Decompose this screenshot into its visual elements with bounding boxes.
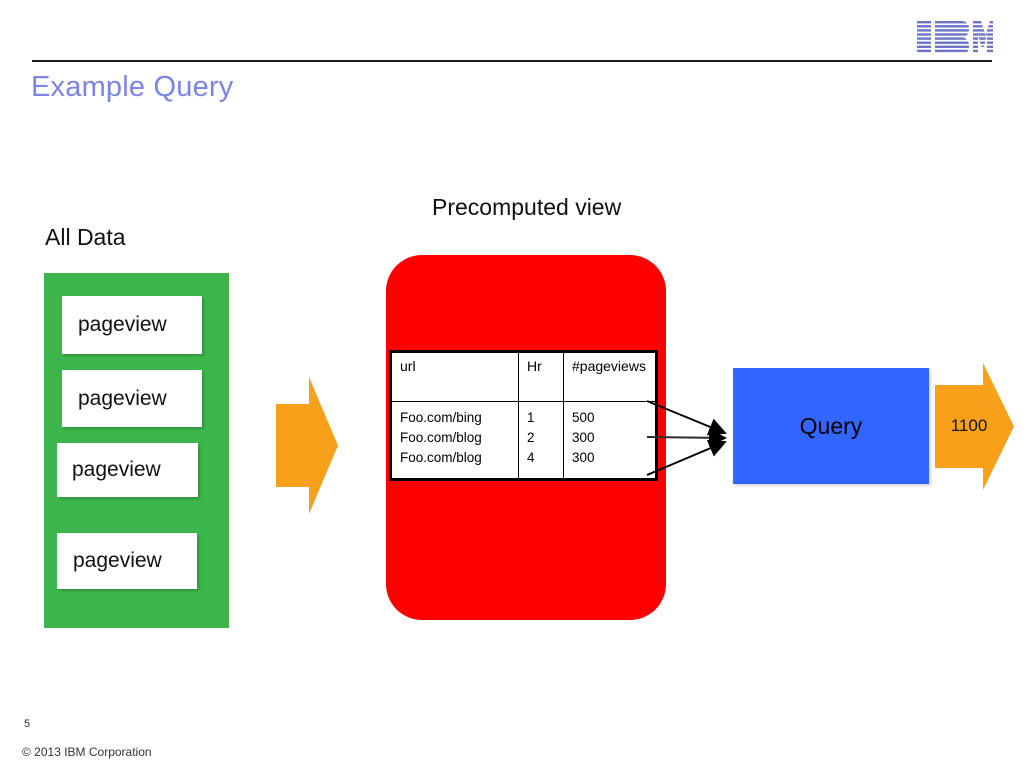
pageview-card-label: pageview — [78, 386, 167, 410]
result-value: 1100 — [950, 416, 988, 435]
pageview-card: pageview — [57, 443, 198, 497]
cell-hr-group: 1 2 4 — [518, 401, 564, 480]
column-header-pageviews: #pageviews — [563, 351, 657, 402]
ingest-arrow-icon — [276, 377, 338, 514]
pageview-card: pageview — [57, 533, 197, 589]
column-header-hr: Hr — [518, 351, 564, 402]
cell-hr: 1 — [527, 410, 535, 425]
ibm-logo — [917, 21, 993, 54]
cell-hr: 4 — [527, 450, 535, 465]
cell-url: Foo.com/blog — [400, 430, 482, 445]
table-row: Foo.com/bing Foo.com/blog Foo.com/blog 1… — [390, 401, 657, 480]
precomputed-view-table: url Hr #pageviews Foo.com/bing Foo.com/b… — [389, 350, 658, 481]
cell-hr: 2 — [527, 430, 535, 445]
cell-pageviews: 300 — [572, 450, 595, 465]
pageview-card-label: pageview — [73, 549, 162, 572]
query-node: Query — [733, 368, 929, 484]
precomputed-view-label: Precomputed view — [432, 194, 622, 220]
table-header-row: url Hr #pageviews — [390, 351, 657, 402]
query-connector-arrows — [645, 395, 740, 485]
query-label: Query — [799, 412, 863, 439]
column-header-url: url — [390, 351, 519, 402]
header-divider — [32, 60, 992, 62]
slide-number: 5 — [24, 718, 31, 730]
copyright-notice: © 2013 IBM Corporation — [22, 745, 152, 759]
cell-pageviews: 500 — [572, 410, 595, 425]
cell-url: Foo.com/blog — [400, 450, 482, 465]
pageview-card-label: pageview — [78, 313, 167, 336]
pageview-card-label: pageview — [72, 458, 161, 481]
page-title: Example Query — [31, 71, 234, 103]
cell-pageviews: 300 — [572, 430, 595, 445]
cell-url-group: Foo.com/bing Foo.com/blog Foo.com/blog — [390, 401, 519, 480]
result-arrow-icon — [935, 363, 1014, 490]
pageview-card: pageview — [62, 370, 202, 427]
pageview-card: pageview — [62, 296, 202, 354]
all-data-label: All Data — [45, 224, 126, 250]
cell-pageviews-group: 500 300 300 — [563, 401, 657, 480]
cell-url: Foo.com/bing — [400, 410, 482, 425]
